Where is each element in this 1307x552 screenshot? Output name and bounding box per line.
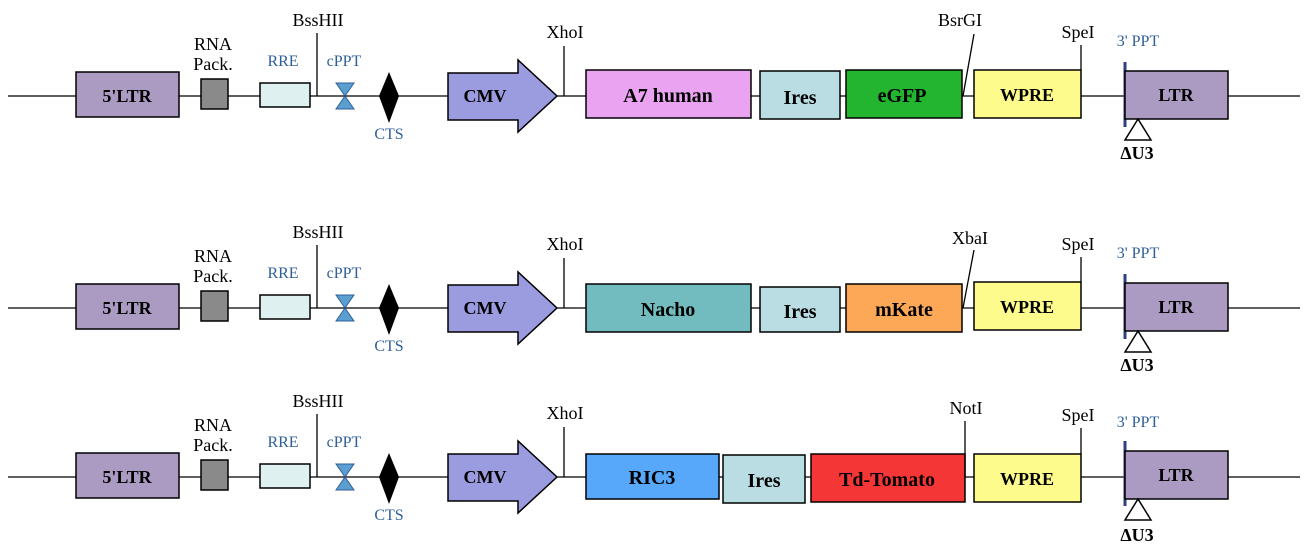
construct-3: 5'LTR RNA Pack. RRE BssHII cPPT CTS CMV … [8, 391, 1300, 545]
delta-u3-label: ΔU3 [1120, 355, 1153, 375]
rna-pack-label-line2: Pack. [193, 266, 233, 286]
rre-box [259, 294, 311, 320]
bsshii-label: BssHII [292, 391, 343, 411]
wpre-label: WPRE [1000, 85, 1054, 105]
cmv-promoter-arrow [447, 58, 559, 134]
cppt-label: cPPT [327, 265, 362, 282]
gene-box [585, 69, 752, 119]
delta-u3-label: ΔU3 [1120, 143, 1153, 163]
ires-label: Ires [748, 470, 781, 492]
wpre-box [973, 453, 1082, 503]
cppt-hourglass-icon [335, 82, 355, 110]
cloning-site-line [962, 33, 975, 97]
cmv-promoter-arrow [447, 439, 559, 515]
xhoi-label: XhoI [547, 234, 584, 254]
gene-box [585, 453, 720, 500]
cmv-label: CMV [464, 86, 507, 106]
bsshii-label: BssHII [292, 10, 343, 30]
xhoi-label: XhoI [547, 403, 584, 423]
rna-pack-box [200, 290, 229, 322]
cloning-site-line [962, 249, 975, 309]
rna-pack-label-line1: RNA [194, 246, 232, 266]
cppt-label: cPPT [327, 434, 362, 451]
cts-diamond-icon [379, 284, 399, 335]
xhoi-label: XhoI [547, 22, 584, 42]
rna-pack-label-line1: RNA [194, 34, 232, 54]
five-ltr-box [75, 452, 180, 499]
three-ltr-box [1124, 282, 1229, 332]
rre-label: RRE [267, 434, 298, 451]
reporter-box [845, 69, 963, 119]
ires-box [759, 286, 841, 333]
five-ltr-label: 5'LTR [102, 467, 152, 487]
three-ltr-box [1124, 70, 1229, 120]
reporter-label: Td-Tomato [839, 469, 935, 491]
cmv-label: CMV [464, 467, 507, 487]
delta-u3-triangle-icon [1123, 329, 1153, 353]
gene-label: Nacho [641, 299, 695, 321]
ires-label: Ires [784, 301, 817, 323]
five-ltr-box [75, 71, 180, 118]
three-ltr-label: LTR [1158, 297, 1194, 317]
rna-pack-label-line2: Pack. [193, 54, 233, 74]
gene-label: A7 human [623, 85, 712, 107]
spei-label: SpeI [1062, 22, 1095, 42]
ires-box [722, 454, 806, 504]
construct-2: 5'LTR RNA Pack. RRE BssHII cPPT CTS CMV … [8, 222, 1300, 375]
cloning-site-label: XbaI [952, 228, 988, 248]
cloning-site-label: BsrGI [938, 10, 982, 30]
construct-1: 5'LTR RNA Pack. RRE BssHII cPPT CTS CMV … [8, 10, 1300, 163]
rre-label: RRE [267, 265, 298, 282]
spei-label: SpeI [1062, 405, 1095, 425]
cppt-hourglass-icon [335, 463, 355, 491]
three-ppt-label: 3' PPT [1117, 245, 1160, 262]
cts-label: CTS [374, 507, 403, 524]
wpre-box [973, 69, 1082, 119]
delta-u3-triangle-icon [1123, 117, 1153, 141]
rre-label: RRE [267, 53, 298, 70]
five-ltr-label: 5'LTR [102, 86, 152, 106]
cmv-label: CMV [464, 298, 507, 318]
cts-diamond-icon [379, 72, 399, 123]
wpre-label: WPRE [1000, 469, 1054, 489]
rre-box [259, 463, 311, 489]
delta-u3-triangle-icon [1123, 497, 1153, 521]
wpre-box [973, 281, 1082, 331]
five-ltr-label: 5'LTR [102, 298, 152, 318]
ires-box [759, 70, 841, 120]
five-ltr-box [75, 283, 180, 330]
rna-pack-label-line1: RNA [194, 415, 232, 435]
gene-box [585, 283, 752, 333]
three-ltr-label: LTR [1158, 85, 1194, 105]
rna-pack-label-line2: Pack. [193, 435, 233, 455]
rre-box [259, 82, 311, 108]
three-ltr-box [1124, 450, 1229, 500]
cmv-promoter-arrow [447, 270, 559, 346]
cppt-label: cPPT [327, 53, 362, 70]
three-ppt-label: 3' PPT [1117, 414, 1160, 431]
rna-pack-box [200, 459, 229, 491]
rna-pack-box [200, 78, 229, 110]
reporter-label: mKate [875, 299, 933, 321]
ires-label: Ires [784, 87, 817, 109]
delta-u3-label: ΔU3 [1120, 525, 1153, 545]
reporter-box [845, 283, 963, 333]
cts-label: CTS [374, 126, 403, 143]
cppt-hourglass-icon [335, 294, 355, 322]
spei-label: SpeI [1062, 234, 1095, 254]
bsshii-label: BssHII [292, 222, 343, 242]
reporter-label: eGFP [878, 85, 927, 107]
cts-label: CTS [374, 338, 403, 355]
gene-label: RIC3 [629, 467, 676, 489]
three-ppt-label: 3' PPT [1117, 33, 1160, 50]
cloning-site-label: NotI [950, 398, 983, 418]
three-ltr-label: LTR [1158, 465, 1194, 485]
wpre-label: WPRE [1000, 297, 1054, 317]
reporter-box [810, 453, 966, 503]
cts-diamond-icon [379, 453, 399, 504]
